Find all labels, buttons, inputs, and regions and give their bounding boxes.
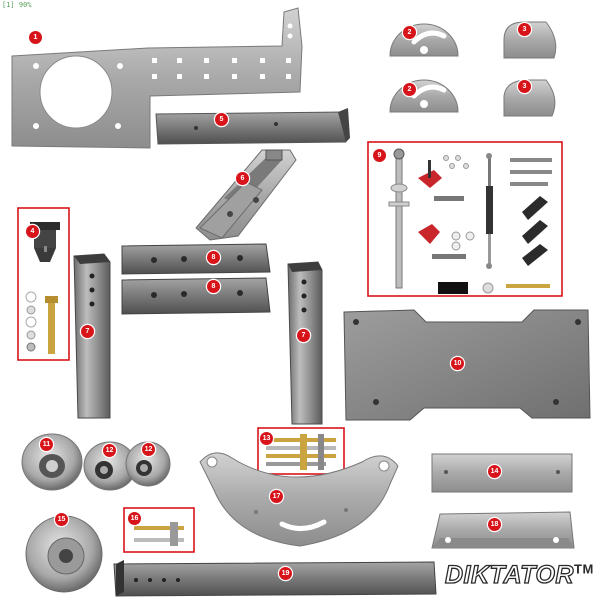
part-8-channel-bottom [121,277,271,315]
badge-part-8a: 8 [207,251,220,264]
part-12-idler-wheel-right [125,441,171,487]
part-9-frame [367,141,563,297]
badge-part-19: 19 [279,567,292,580]
part-5-square-tube [155,108,350,145]
part-6-bracket-assembly [195,149,297,241]
badge-part-13: 13 [260,432,273,445]
part-3-segment-top [503,21,557,59]
part-11-drive-wheel [21,433,83,491]
part-14-slide-plate [431,453,573,493]
badge-part-16: 16 [128,512,141,525]
brand-logo-text: DIKTATOR [444,560,574,589]
part-13-bolt-set [266,434,336,470]
badge-part-12a: 12 [103,444,116,457]
part-13-frame [257,427,345,475]
zoom-indicator: [1] 90% [2,1,32,9]
badge-part-3b: 3 [518,80,531,93]
badge-part-18: 18 [488,518,501,531]
badge-part-14: 14 [488,465,501,478]
part-10-base-plate [343,309,591,421]
badge-part-7b: 7 [297,329,310,342]
badge-part-17: 17 [270,490,283,503]
badge-part-10: 10 [451,357,464,370]
part-16-frame [123,507,195,553]
badge-part-6: 6 [236,172,249,185]
badge-part-9: 9 [373,149,386,162]
part-15-pulley [25,515,103,593]
part-7-upright-right [287,261,323,425]
part-3-segment-bottom [503,79,556,117]
part-19-long-tube [113,560,437,597]
part-8-channel-top [121,243,271,275]
badge-part-2a: 2 [403,26,416,39]
badge-part-3a: 3 [518,23,531,36]
part-16-bolt-pair [134,522,184,546]
brand-logo: DIKTATORTM [444,560,594,590]
part-4-clamp-kit [25,222,60,354]
part-9-hardware-kit [388,148,552,294]
badge-part-12b: 12 [142,443,155,456]
part-1-mounting-plate [11,7,303,149]
part-2-cam-bottom [389,79,459,113]
badge-part-8b: 8 [207,280,220,293]
badge-part-1: 1 [29,31,42,44]
badge-part-7a: 7 [81,325,94,338]
part-18-angle-bracket [431,511,575,549]
badge-part-2b: 2 [403,83,416,96]
badge-part-4: 4 [26,225,39,238]
part-4-frame [17,207,70,361]
part-17-curved-arm [199,452,399,547]
badge-part-11: 11 [40,438,53,451]
part-2-cam-top [389,23,459,57]
trademark-mark: TM [574,561,594,577]
badge-part-5: 5 [215,113,228,126]
badge-part-15: 15 [55,513,68,526]
